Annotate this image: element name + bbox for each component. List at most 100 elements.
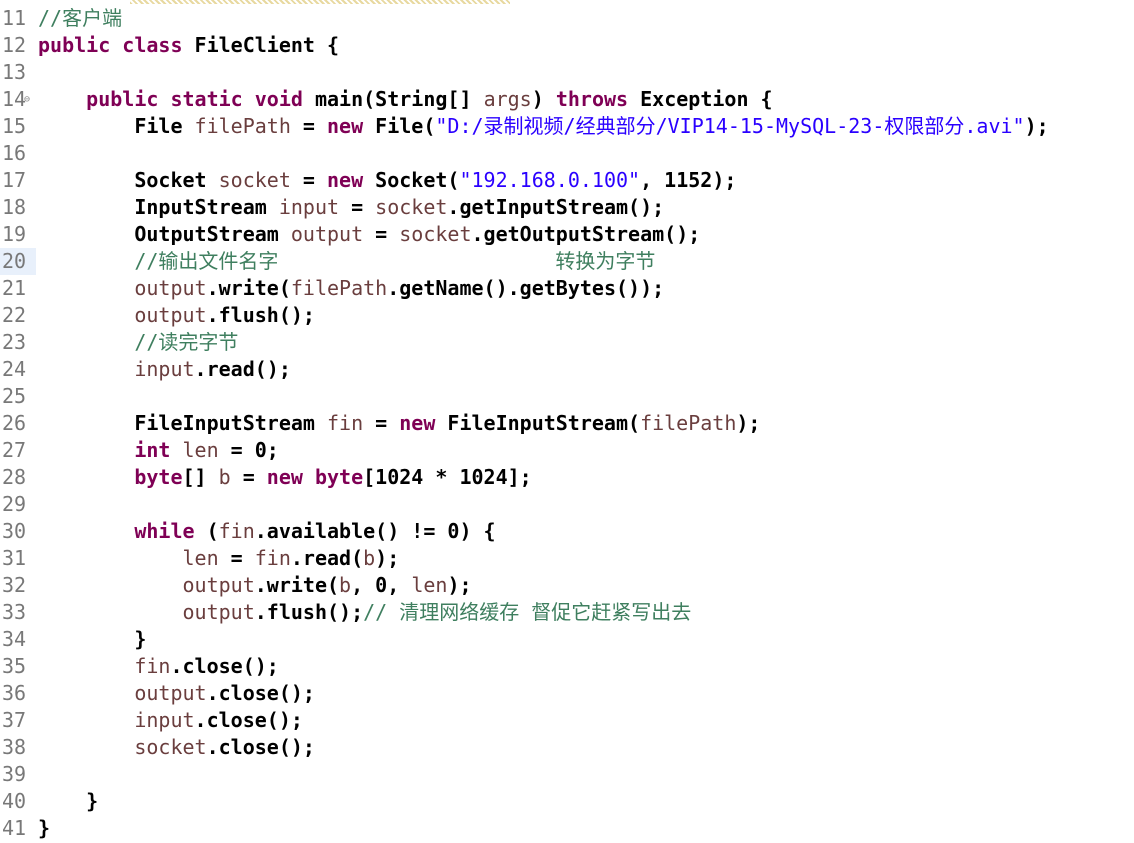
keyword-token: static	[170, 87, 243, 111]
code-line-11[interactable]: 11//客户端	[0, 5, 1134, 32]
variable-token: output	[182, 600, 255, 624]
code-token: .close();	[170, 654, 279, 678]
code-line-23[interactable]: 23 //读完字节	[0, 329, 1134, 356]
code-line-25[interactable]: 25	[0, 383, 1134, 410]
code-line-22[interactable]: 22 output.flush();	[0, 302, 1134, 329]
code-text: //客户端	[38, 5, 122, 32]
code-line-15[interactable]: 15 File filePath = new File("D:/录制视频/经典部…	[0, 113, 1134, 140]
code-line-20[interactable]: 20 //输出文件名字 转换为字节	[0, 248, 1134, 275]
line-number: 24	[2, 357, 27, 381]
line-number: 40	[2, 789, 27, 813]
variable-token: fin	[254, 546, 291, 570]
line-number: 16	[2, 141, 27, 165]
code-text: input.close();	[38, 707, 303, 734]
code-token: main(String[]	[302, 87, 484, 111]
code-text: output.flush();	[38, 302, 315, 329]
code-token	[38, 357, 134, 381]
fold-toggle-icon[interactable]: ⊖	[24, 94, 31, 105]
code-token: .available() != 0) {	[254, 519, 496, 543]
code-token: =	[363, 222, 400, 246]
code-text: output.write(filePath.getName().getBytes…	[38, 275, 664, 302]
code-text: output.close();	[38, 680, 315, 707]
code-text: socket.close();	[38, 734, 315, 761]
code-text: len = fin.read(b);	[38, 545, 400, 572]
code-token	[38, 681, 134, 705]
comment-token: //客户端	[38, 6, 123, 30]
variable-token: fin	[326, 411, 364, 435]
keyword-token: byte	[314, 465, 364, 489]
code-token: .write(	[206, 276, 291, 300]
variable-token: output	[182, 573, 255, 597]
line-number: 33	[2, 600, 27, 624]
code-line-14[interactable]: 14⊖ public static void main(String[] arg…	[0, 86, 1134, 113]
code-line-27[interactable]: 27 int len = 0;	[0, 437, 1134, 464]
variable-token: input	[134, 357, 195, 381]
line-number: 26	[2, 411, 27, 435]
code-token: = 0;	[218, 438, 279, 462]
keyword-token: void	[254, 87, 303, 111]
code-token	[38, 249, 134, 273]
code-line-18[interactable]: 18 InputStream input = socket.getInputSt…	[0, 194, 1134, 221]
code-text: public static void main(String[] args) t…	[38, 86, 772, 113]
code-text: //读完字节	[38, 329, 238, 356]
code-line-41[interactable]: 41}	[0, 815, 1134, 842]
code-text: input.read();	[38, 356, 291, 383]
string-token: "192.168.0.100"	[459, 168, 641, 192]
code-line-16[interactable]: 16	[0, 140, 1134, 167]
code-line-38[interactable]: 38 socket.close();	[0, 734, 1134, 761]
keyword-token: public	[38, 33, 111, 57]
code-text: output.write(b, 0, len);	[38, 572, 472, 599]
code-token: .flush();	[206, 303, 315, 327]
code-line-30[interactable]: 30 while (fin.available() != 0) {	[0, 518, 1134, 545]
code-line-19[interactable]: 19 OutputStream output = socket.getOutpu…	[0, 221, 1134, 248]
line-number: 22	[2, 303, 27, 327]
code-token: );	[447, 573, 472, 597]
line-number: 31	[2, 546, 27, 570]
clipped-previous-line	[0, 0, 600, 7]
keyword-token: new	[327, 168, 364, 192]
code-line-17[interactable]: 17 Socket socket = new Socket("192.168.0…	[0, 167, 1134, 194]
variable-token: len	[182, 438, 219, 462]
variable-token: socket	[375, 195, 448, 219]
code-line-33[interactable]: 33 output.flush();// 清理网络缓存 督促它赶紧写出去	[0, 599, 1134, 626]
code-token: FileInputStream	[38, 411, 327, 435]
code-line-13[interactable]: 13	[0, 59, 1134, 86]
code-token: =	[230, 465, 267, 489]
code-line-35[interactable]: 35 fin.close();	[0, 653, 1134, 680]
code-token: }	[38, 627, 147, 651]
code-text: }	[38, 626, 146, 653]
line-number: 32	[2, 573, 27, 597]
code-token: FileInputStream(	[435, 411, 641, 435]
line-number: 23	[2, 330, 27, 354]
code-token: .getInputStream();	[447, 195, 665, 219]
code-text: Socket socket = new Socket("192.168.0.10…	[38, 167, 736, 194]
code-line-32[interactable]: 32 output.write(b, 0, len);	[0, 572, 1134, 599]
variable-token: args	[483, 87, 532, 111]
code-text: output.flush();// 清理网络缓存 督促它赶紧写出去	[38, 599, 692, 626]
code-line-39[interactable]: 39	[0, 761, 1134, 788]
code-text: //输出文件名字 转换为字节	[38, 248, 655, 275]
code-token	[38, 573, 183, 597]
code-line-36[interactable]: 36 output.close();	[0, 680, 1134, 707]
code-text: File filePath = new File("D:/录制视频/经典部分/V…	[38, 113, 1048, 140]
code-line-40[interactable]: 40 }	[0, 788, 1134, 815]
code-line-26[interactable]: 26 FileInputStream fin = new FileInputSt…	[0, 410, 1134, 437]
variable-token: fin	[134, 654, 171, 678]
code-line-24[interactable]: 24 input.read();	[0, 356, 1134, 383]
code-line-28[interactable]: 28 byte[] b = new byte[1024 * 1024];	[0, 464, 1134, 491]
code-token: .close();	[194, 708, 303, 732]
line-number: 17	[2, 168, 27, 192]
keyword-token: byte	[134, 465, 183, 489]
code-token: .flush();	[254, 600, 364, 624]
code-line-29[interactable]: 29	[0, 491, 1134, 518]
code-line-34[interactable]: 34 }	[0, 626, 1134, 653]
code-token	[38, 735, 134, 759]
code-line-21[interactable]: 21 output.write(filePath.getName().getBy…	[0, 275, 1134, 302]
comment-token: //输出文件名字 转换为字节	[134, 249, 656, 273]
code-line-37[interactable]: 37 input.close();	[0, 707, 1134, 734]
code-token: .read();	[194, 357, 291, 381]
variable-token: b	[363, 546, 376, 570]
code-line-31[interactable]: 31 len = fin.read(b);	[0, 545, 1134, 572]
